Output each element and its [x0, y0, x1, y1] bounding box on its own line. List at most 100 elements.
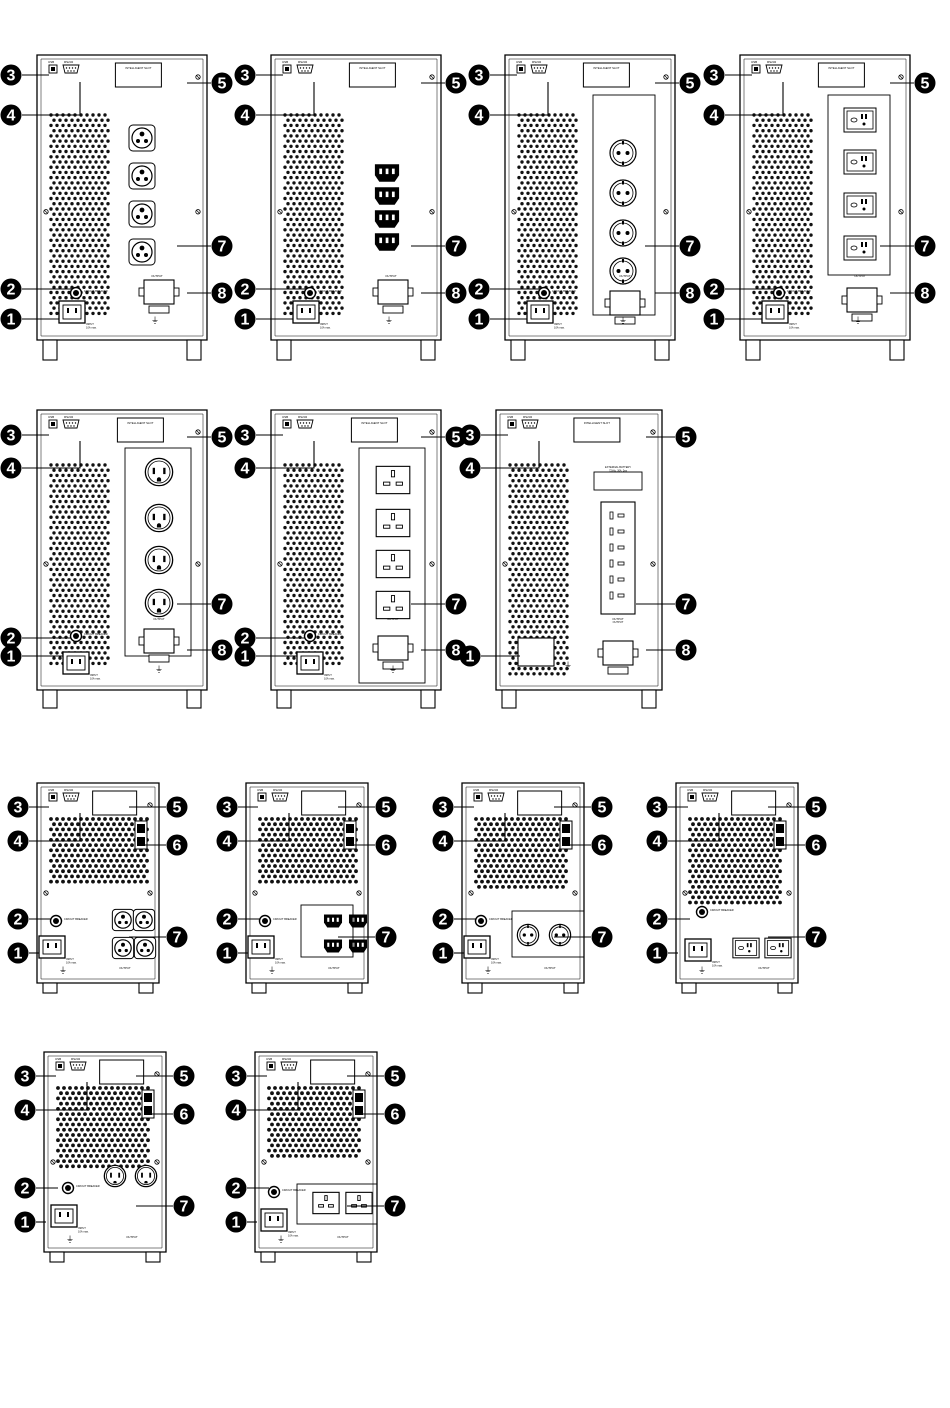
usb-label: USB — [507, 415, 513, 419]
terminal-block — [138, 628, 180, 663]
callout-number: 2 — [21, 1181, 30, 1198]
callout-number: 5 — [218, 76, 227, 93]
circuit-breaker: CIRCUIT BREAKER — [695, 905, 734, 919]
input-label: INPUT — [789, 322, 797, 326]
rs232-label: RS232 — [273, 788, 283, 792]
callout-number: 7 — [452, 239, 461, 256]
input-label: INPUT — [320, 322, 328, 326]
callout-4: 4 — [234, 104, 256, 126]
breaker-switches — [352, 1089, 366, 1119]
callout-number: 7 — [180, 1199, 189, 1216]
breaker-switches — [343, 820, 357, 850]
circuit-breaker: CIRCUIT BREAKER — [69, 629, 108, 643]
callout-number: 3 — [21, 1069, 30, 1086]
callout-number: 3 — [653, 800, 662, 817]
output-label: OUTPUT — [612, 617, 624, 621]
ground-icon: ⏚ — [484, 966, 492, 975]
callout-2: 2 — [234, 278, 256, 300]
usb-port: USB — [687, 788, 697, 802]
terminal-block — [372, 279, 414, 314]
callout-number: 2 — [14, 912, 23, 929]
callout-1: 1 — [225, 1211, 247, 1233]
rs232-port: RS232 — [530, 60, 548, 74]
output-outlets: OUTPUT — [732, 937, 792, 970]
breaker-label: CIRCUIT BREAKER — [318, 632, 342, 636]
callout-8: 8 — [914, 282, 936, 304]
leader-line — [22, 82, 81, 116]
rs232-port: RS232 — [62, 60, 80, 74]
ventilation-grille — [752, 113, 813, 316]
callout-number: 3 — [475, 68, 484, 85]
rs232-port: RS232 — [296, 60, 314, 74]
callout-number: 4 — [241, 461, 250, 478]
circuit-breaker: CIRCUIT BREAKER — [772, 286, 811, 300]
callout-1: 1 — [234, 645, 256, 667]
callout-number: 1 — [232, 1215, 241, 1232]
rs232-port: RS232 — [69, 1057, 87, 1071]
leader-line — [454, 813, 506, 842]
callout-number: 8 — [218, 643, 227, 660]
circuit-breaker: CIRCUIT BREAKER — [537, 286, 576, 300]
callout-number: 8 — [452, 643, 461, 660]
terminal-block — [597, 640, 639, 675]
rs232-port: RS232 — [701, 788, 719, 802]
callout-8: 8 — [445, 282, 467, 304]
callout-5: 5 — [805, 796, 827, 818]
callout-number: 4 — [223, 834, 232, 851]
rs232-port: RS232 — [280, 1057, 298, 1071]
slot-label: INTELLIGENT SLOT — [593, 66, 619, 70]
callout-2: 2 — [234, 627, 256, 649]
callout-number: 7 — [218, 597, 227, 614]
callout-number: 5 — [173, 800, 182, 817]
callout-7: 7 — [166, 926, 188, 948]
callout-1: 1 — [216, 942, 238, 964]
callout-number: 5 — [218, 430, 227, 447]
callout-number: 3 — [439, 800, 448, 817]
callout-7: 7 — [173, 1195, 195, 1217]
input-label: INPUT — [491, 957, 499, 961]
breaker-label: CIRCUIT BREAKER — [64, 917, 88, 921]
callout-1: 1 — [468, 308, 490, 330]
ground-icon: ⏚ — [619, 316, 627, 325]
ventilation-grille — [49, 463, 110, 666]
callout-number: 3 — [241, 428, 250, 445]
callout-3: 3 — [234, 64, 256, 86]
usb-label: USB — [55, 1057, 61, 1061]
callout-1: 1 — [459, 645, 481, 667]
callout-3: 3 — [0, 424, 22, 446]
rs232-port: RS232 — [487, 788, 505, 802]
callout-number: 5 — [382, 800, 391, 817]
callout-number: 4 — [7, 461, 16, 478]
intelligent-slot — [731, 790, 777, 816]
intelligent-slot: INTELLIGENT SLOT — [348, 62, 396, 88]
callout-number: 4 — [241, 108, 250, 125]
callout-number: 1 — [466, 649, 475, 666]
callout-3: 3 — [7, 796, 29, 818]
rs232-label: RS232 — [767, 60, 777, 64]
callout-number: 6 — [391, 1107, 400, 1124]
rating-label: 10A max. — [86, 326, 97, 330]
callout-number: 2 — [232, 1181, 241, 1198]
intelligent-slot — [301, 790, 347, 816]
circuit-breaker: CIRCUIT BREAKER — [69, 286, 108, 300]
leader-line — [29, 813, 81, 842]
callout-1: 1 — [0, 645, 22, 667]
rs232-label: RS232 — [64, 60, 74, 64]
callout-7: 7 — [375, 926, 397, 948]
callout-number: 3 — [466, 428, 475, 445]
callout-6: 6 — [173, 1103, 195, 1125]
callout-3: 3 — [216, 796, 238, 818]
callout-2: 2 — [7, 908, 29, 930]
input-label: INPUT — [324, 673, 332, 677]
callout-2: 2 — [432, 908, 454, 930]
callout-2: 2 — [225, 1177, 247, 1199]
slot-label: INTELLIGENT SLOT — [359, 66, 385, 70]
callout-number: 4 — [232, 1103, 241, 1120]
callout-5: 5 — [679, 72, 701, 94]
